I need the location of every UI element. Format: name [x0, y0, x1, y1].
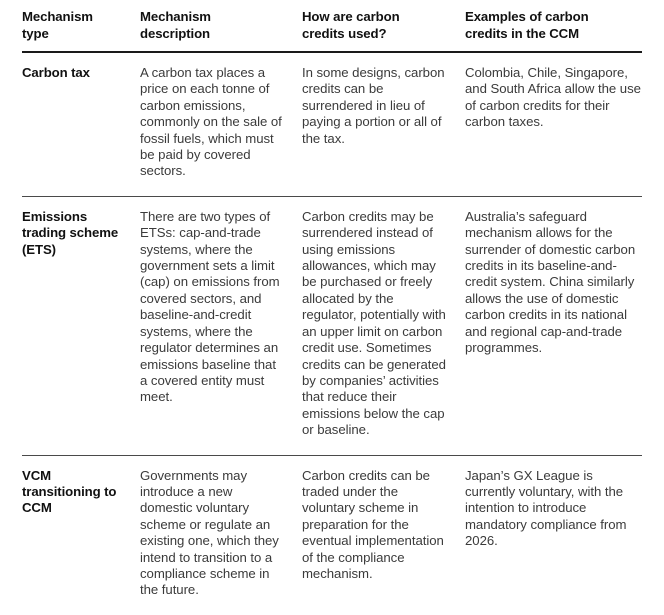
column-header-mechanism-description: Mechanism description — [140, 0, 302, 53]
table-header-row: Mechanism type Mechanism description How… — [22, 0, 642, 53]
cell-mechanism-type: VCM transitioning to CCM — [22, 455, 140, 615]
cell-how-credits-used: In some designs, carbon credits can be s… — [302, 52, 465, 197]
cell-mechanism-description: Governments may introduce a new domestic… — [140, 455, 302, 615]
table-row: VCM transitioning to CCM Governments may… — [22, 455, 642, 615]
cell-examples-in-ccm: Australia’s safeguard mechanism allows f… — [465, 196, 642, 456]
column-header-how-credits-used: How are carbon credits used? — [302, 0, 465, 53]
cell-mechanism-description-text: Governments may introduce a new domestic… — [140, 467, 279, 598]
cell-mechanism-type-text: Emissions trading scheme (ETS) — [22, 208, 119, 257]
cell-how-credits-used: Carbon credits may be surrendered instea… — [302, 196, 465, 456]
table-body: Carbon tax A carbon tax places a price o… — [22, 52, 642, 615]
table-row: Emissions trading scheme (ETS) There are… — [22, 196, 642, 456]
table-header: Mechanism type Mechanism description How… — [22, 0, 642, 53]
cell-examples-in-ccm-text: Japan’s GX League is currently voluntary… — [465, 467, 627, 549]
cell-mechanism-description: A carbon tax places a price on each tonn… — [140, 52, 302, 197]
cell-examples-in-ccm: Japan’s GX League is currently voluntary… — [465, 455, 642, 615]
cell-mechanism-type-text: VCM transitioning to CCM — [22, 467, 117, 516]
table-container: Mechanism type Mechanism description How… — [22, 0, 642, 598]
cell-mechanism-type-text: Carbon tax — [22, 65, 90, 80]
cell-mechanism-description-text: A carbon tax places a price on each tonn… — [140, 65, 282, 179]
cell-how-credits-used-text: Carbon credits may be surrendered instea… — [302, 208, 446, 438]
column-header-mechanism-description-label: Mechanism description — [140, 9, 211, 41]
column-header-mechanism-type: Mechanism type — [22, 0, 140, 53]
cell-mechanism-description: There are two types of ETSs: cap-and-tra… — [140, 196, 302, 456]
cell-examples-in-ccm: Colombia, Chile, Singapore, and South Af… — [465, 52, 642, 197]
cell-examples-in-ccm-text: Australia’s safeguard mechanism allows f… — [465, 208, 636, 356]
column-header-how-credits-used-label: How are carbon credits used? — [302, 9, 400, 41]
column-header-mechanism-type-label: Mechanism type — [22, 9, 93, 41]
table-row: Carbon tax A carbon tax places a price o… — [22, 52, 642, 197]
cell-how-credits-used: Carbon credits can be traded under the v… — [302, 455, 465, 615]
column-header-examples-in-ccm-label: Examples of carbon credits in the CCM — [465, 9, 589, 41]
cell-mechanism-type: Carbon tax — [22, 52, 140, 197]
cell-mechanism-type: Emissions trading scheme (ETS) — [22, 196, 140, 456]
carbon-mechanism-table: Mechanism type Mechanism description How… — [22, 0, 642, 615]
cell-how-credits-used-text: In some designs, carbon credits can be s… — [302, 65, 445, 146]
column-header-examples-in-ccm: Examples of carbon credits in the CCM — [465, 0, 642, 53]
cell-how-credits-used-text: Carbon credits can be traded under the v… — [302, 467, 444, 581]
cell-examples-in-ccm-text: Colombia, Chile, Singapore, and South Af… — [465, 65, 641, 130]
cell-mechanism-description-text: There are two types of ETSs: cap-and-tra… — [140, 208, 280, 405]
